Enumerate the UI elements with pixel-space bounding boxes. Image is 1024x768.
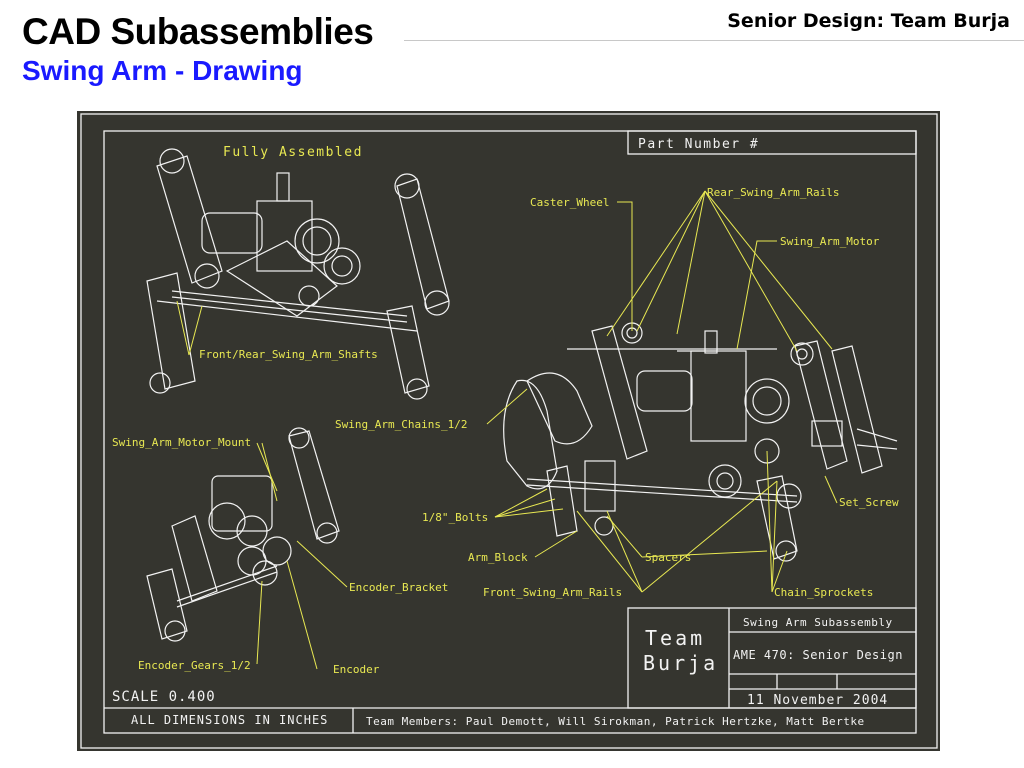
- exploded-view: [503, 322, 898, 562]
- label-part-number: Part Number #: [638, 137, 759, 152]
- title-block-course: AME 470: Senior Design: [733, 648, 903, 662]
- callout-arm-block: Arm_Block: [468, 551, 528, 564]
- drawing-frame: [80, 113, 938, 749]
- drawing-background: [77, 111, 940, 751]
- title-block-team-1: Team: [645, 626, 705, 650]
- team-label: Senior Design: Team Burja: [727, 10, 1010, 32]
- label-fully-assembled: Fully Assembled: [223, 145, 363, 160]
- callout-spacers: Spacers: [645, 551, 691, 564]
- drawing-labels: Fully Assembled Part Number # Front/Rear…: [112, 137, 899, 676]
- assembled-view: [146, 148, 450, 400]
- callout-encoder-bracket: Encoder_Bracket: [349, 581, 448, 594]
- cad-drawing: Fully Assembled Part Number # Front/Rear…: [77, 111, 940, 751]
- title-block-assembly: Swing Arm Subassembly: [743, 616, 893, 629]
- motor-mount-view: [146, 427, 340, 642]
- callout-chain-sprockets: Chain_Sprockets: [774, 586, 873, 599]
- callout-encoder: Encoder: [333, 663, 380, 676]
- callout-leaders: [176, 190, 838, 670]
- callout-motor: Swing_Arm_Motor: [780, 235, 880, 248]
- header-divider: [404, 40, 1024, 41]
- callout-front-rear-shafts: Front/Rear_Swing_Arm_Shafts: [199, 348, 378, 361]
- title-block-text: SCALE 0.400 ALL DIMENSIONS IN INCHES Tea…: [112, 616, 903, 728]
- callout-motor-mount: Swing_Arm_Motor_Mount: [112, 436, 251, 449]
- callout-chains: Swing_Arm_Chains_1/2: [335, 418, 467, 431]
- slide-title: CAD Subassemblies: [22, 11, 374, 52]
- title-block-members: Team Members: Paul Demott, Will Sirokman…: [366, 715, 865, 728]
- callout-set-screw: Set_Screw: [839, 496, 899, 509]
- cad-drawing-svg: Fully Assembled Part Number # Front/Rear…: [77, 111, 940, 751]
- callout-rear-rails: Rear_Swing_Arm_Rails: [707, 186, 839, 199]
- callout-front-rails: Front_Swing_Arm_Rails: [483, 586, 622, 599]
- callout-bolts: 1/8"_Bolts: [422, 511, 488, 524]
- callout-encoder-gears: Encoder_Gears_1/2: [138, 659, 251, 672]
- label-dimensions: ALL DIMENSIONS IN INCHES: [131, 713, 328, 727]
- title-block-team-2: Burja: [643, 651, 718, 675]
- title-block-date: 11 November 2004: [747, 693, 888, 708]
- callout-caster-wheel: Caster_Wheel: [530, 196, 609, 209]
- label-scale: SCALE 0.400: [112, 689, 216, 705]
- slide-subtitle: Swing Arm - Drawing: [22, 55, 303, 86]
